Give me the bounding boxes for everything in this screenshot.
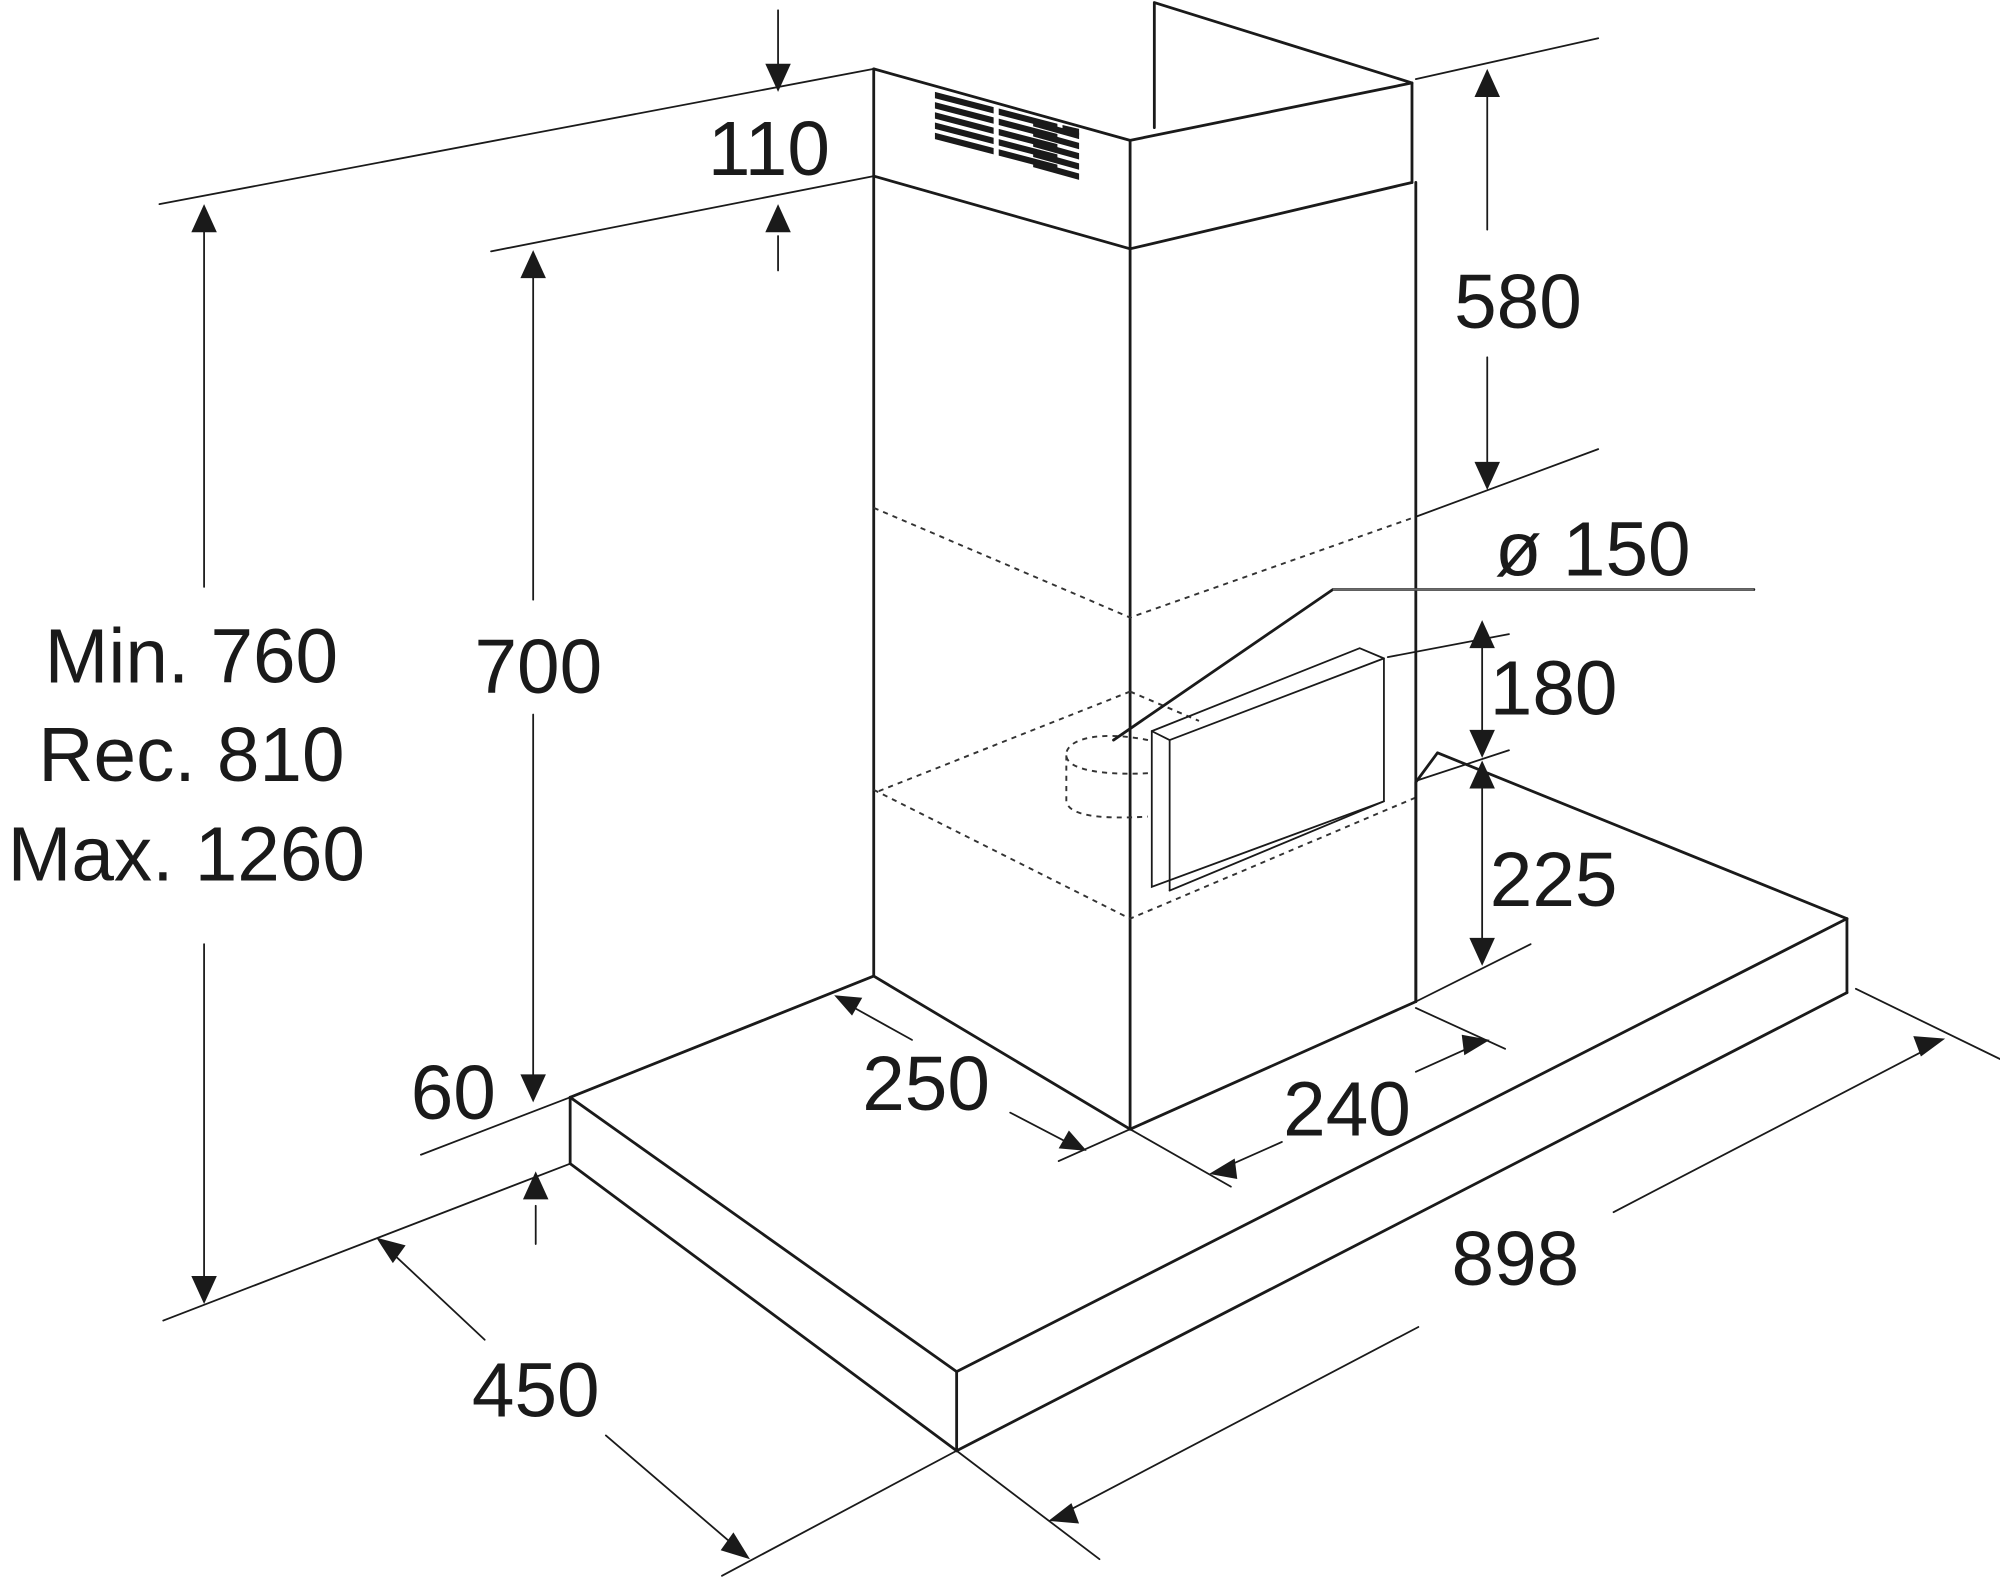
label-450: 450: [472, 1348, 600, 1433]
canopy: [568, 751, 1849, 1453]
label-580: 580: [1454, 260, 1582, 345]
label-110: 110: [708, 107, 830, 192]
label-height-max: Max. 1260: [8, 812, 365, 897]
dimension-lines: [158, 9, 2000, 1577]
label-height-min: Min. 760: [45, 615, 338, 700]
vent-grille-icon: [934, 91, 1080, 180]
upper-chimney: [872, 1, 1414, 251]
label-180: 180: [1490, 647, 1618, 732]
label-700: 700: [474, 625, 602, 710]
lower-chimney: [872, 174, 1418, 1131]
label-225: 225: [1490, 838, 1618, 923]
label-250: 250: [862, 1042, 990, 1127]
label-height-rec: Rec. 810: [38, 713, 344, 798]
duct-outlet: [1065, 588, 1756, 819]
label-duct-diameter: ø 150: [1495, 507, 1691, 592]
label-898: 898: [1452, 1217, 1580, 1302]
wall-bracket: [1150, 633, 1510, 892]
label-60: 60: [411, 1051, 496, 1136]
label-240: 240: [1283, 1068, 1411, 1153]
